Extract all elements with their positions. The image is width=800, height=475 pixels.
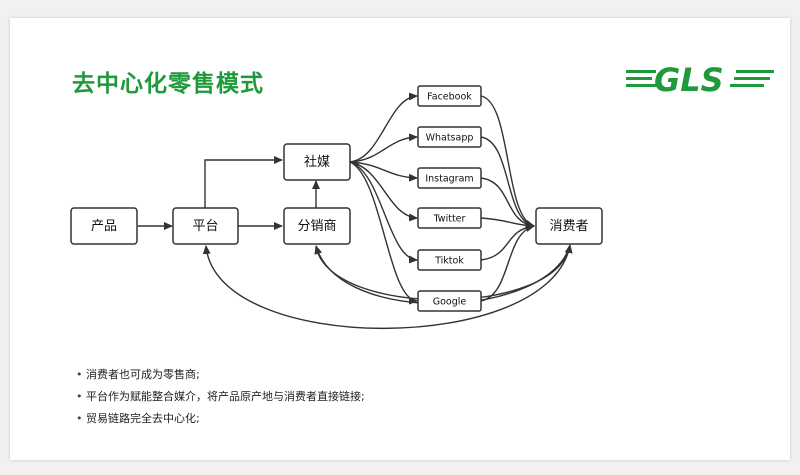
node-whatsapp: Whatsapp — [417, 126, 482, 148]
slide: 去中心化零售模式 GLS — [10, 18, 790, 460]
svg-text:平台: 平台 — [192, 219, 218, 234]
svg-text:产品: 产品 — [91, 219, 117, 234]
node-social: 社媒 — [283, 143, 351, 181]
svg-text:Instagram: Instagram — [425, 174, 473, 185]
node-product: 产品 — [70, 207, 138, 245]
svg-text:Whatsapp: Whatsapp — [426, 133, 474, 144]
slide-title: 去中心化零售模式 — [72, 71, 264, 97]
logo-speed-lines — [626, 70, 774, 87]
svg-text:Tiktok: Tiktok — [434, 256, 464, 267]
edge-social-instagram — [349, 161, 418, 182]
node-google: Google — [417, 290, 482, 312]
edge-tiktok-consumer — [480, 223, 535, 261]
svg-text:Google: Google — [433, 297, 467, 308]
edge-social-facebook — [349, 92, 418, 163]
edge-facebook-consumer — [480, 95, 535, 228]
svg-text:Twitter: Twitter — [433, 214, 466, 225]
edge-social-tiktok — [349, 161, 418, 264]
node-tiktok: Tiktok — [417, 249, 482, 271]
node-twitter: Twitter — [417, 207, 482, 229]
flow-diagram: 产品 平台 社媒 分销商 消费者 Facebook Whatsapp — [70, 85, 603, 330]
edge-platform-social — [204, 156, 283, 208]
node-facebook: Facebook — [417, 85, 482, 107]
gls-logo: GLS — [626, 61, 774, 98]
edge-whatsapp-consumer — [480, 136, 535, 229]
bullet-item: 平台作为赋能整合媒介，将产品原产地与消费者直接链接; — [76, 390, 365, 404]
bullet-item: 贸易链路完全去中心化; — [76, 412, 365, 426]
node-consumer: 消费者 — [535, 207, 603, 245]
edge-google-consumer — [480, 224, 535, 302]
edge-consumer-platform — [202, 244, 571, 330]
node-platform: 平台 — [172, 207, 239, 245]
svg-text:消费者: 消费者 — [549, 219, 588, 234]
node-instagram: Instagram — [417, 167, 482, 189]
svg-text:社媒: 社媒 — [304, 154, 330, 170]
logo-text: GLS — [654, 61, 724, 98]
svg-text:分销商: 分销商 — [297, 219, 336, 234]
bullet-item: 消费者也可成为零售商; — [76, 368, 365, 382]
node-distributor: 分销商 — [283, 207, 351, 245]
svg-text:Facebook: Facebook — [427, 92, 472, 103]
bullet-list: 消费者也可成为零售商; 平台作为赋能整合媒介，将产品原产地与消费者直接链接; 贸… — [76, 368, 365, 434]
edge-social-twitter — [349, 161, 418, 222]
edge-social-whatsapp — [349, 133, 418, 163]
edge-social-google — [349, 161, 418, 305]
